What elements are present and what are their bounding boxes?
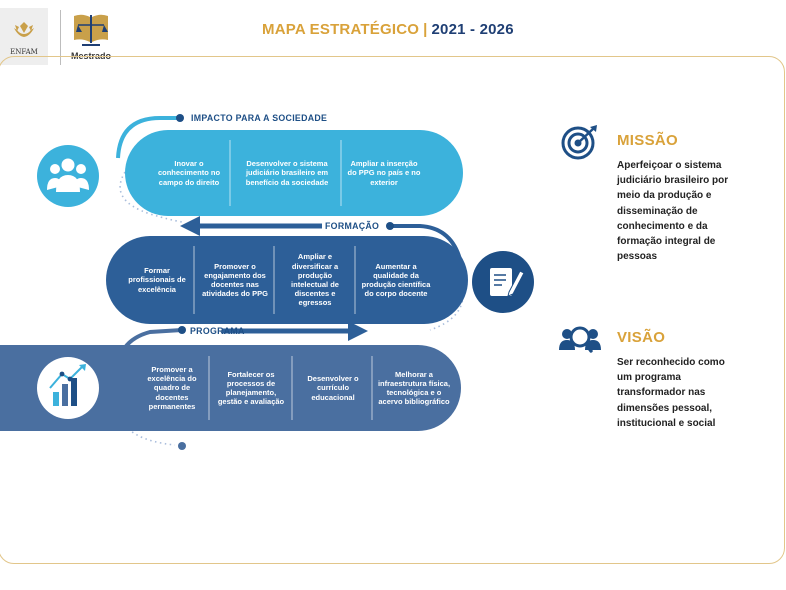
formacao-item: Promover o engajamento dos docentes nas … <box>202 261 268 299</box>
missao-text: Aperfeiçoar o sistema judiciário brasile… <box>617 160 729 263</box>
impacto-item: Inovar o conhecimento no campo do direit… <box>157 159 221 187</box>
end-dot <box>178 442 186 450</box>
document-pencil-icon <box>472 251 534 313</box>
page-title: MAPA ESTRATÉGICO|2021 - 2026 <box>262 21 514 38</box>
programa-item: Melhorar a infraestrutura física, tecnol… <box>377 369 451 407</box>
programa-dot <box>178 326 186 334</box>
impacto-item: Ampliar a inserção do PPG no país e no e… <box>347 159 421 187</box>
visao-text: Ser reconhecido como um programa transfo… <box>617 357 725 429</box>
people-search-icon <box>559 326 601 353</box>
target-icon <box>561 125 597 160</box>
enfam-logo: ENFAM <box>0 8 48 65</box>
impacto-pill <box>125 130 463 216</box>
impacto-item: Desenvolver o sistema judiciário brasile… <box>245 159 329 187</box>
programa-item: Desenvolver o currículo educacional <box>307 374 359 402</box>
enfam-emblem-icon <box>14 22 34 37</box>
people-group-icon <box>37 145 99 207</box>
formacao-pill <box>106 236 468 324</box>
logo-divider <box>60 10 61 65</box>
formacao-item: Ampliar e diversificar a produção intele… <box>291 252 339 308</box>
connector-dots-impacto <box>119 171 183 223</box>
growth-chart-icon <box>37 357 99 419</box>
impacto-label: IMPACTO PARA A SOCIEDADE <box>191 113 328 123</box>
programa-item: Fortalecer os processos de planejamento,… <box>217 369 285 407</box>
programa-item: Promover a excelência do quadro de docen… <box>147 364 197 411</box>
formacao-item: Formar profissionais de excelência <box>128 266 186 294</box>
impacto-dot <box>176 114 184 122</box>
mestrado-emblem-icon <box>74 14 108 46</box>
programa-band <box>0 345 461 431</box>
enfam-logo-text: ENFAM <box>10 48 38 56</box>
formacao-dot <box>386 222 394 230</box>
visao-title: VISÃO <box>617 329 666 346</box>
missao-title: MISSÃO <box>617 132 678 149</box>
formacao-label: FORMAÇÃO <box>325 221 380 231</box>
formacao-item: Aumentar a qualidade da produção científ… <box>361 261 431 299</box>
content-frame <box>0 56 785 564</box>
programa-label: PROGRAMA <box>190 326 245 336</box>
connector-impacto <box>116 116 180 159</box>
